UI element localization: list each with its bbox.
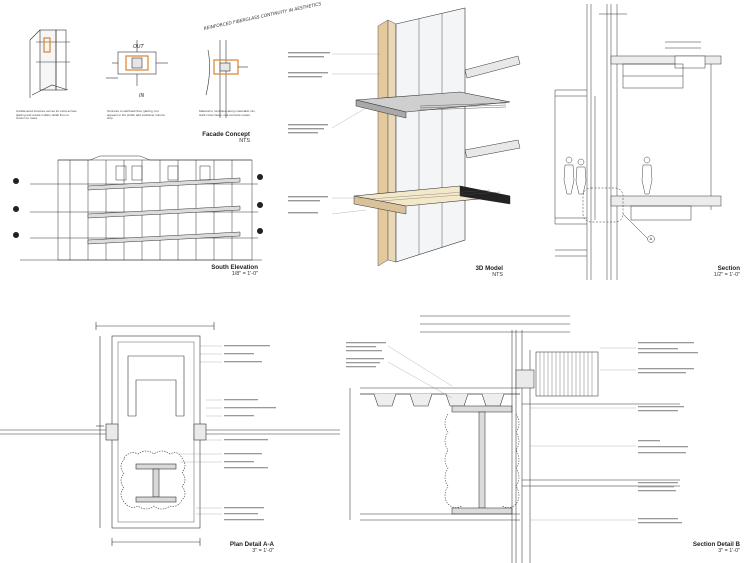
- section-callout-bubble: [647, 235, 655, 243]
- concept-caption-2: Structure to wall back floor glazing, bu…: [107, 109, 166, 121]
- model-3d-leader-text: [288, 52, 330, 214]
- facade-concept-title: Facade Concept: [202, 131, 250, 138]
- facade-concept-sketches: OUT IN REINFORCED FIBERGLASS CONTINUITY …: [29, 1, 322, 118]
- concept-caption-1: Cantilevered structure serves for extra …: [16, 109, 77, 121]
- section-detail-panel: Section Detail B 3" = 1'-0": [340, 290, 750, 563]
- plan-detail-leader-text: [224, 345, 276, 521]
- plan-detail-title: Plan Detail A-A: [229, 541, 274, 548]
- sketch-note-in: IN: [139, 93, 144, 99]
- plan-detail-panel: Plan Detail A-A 3" = 1'-0": [0, 290, 340, 563]
- concept-caption-3: Material to mimicked along materialist m…: [199, 109, 256, 117]
- section-detail-drawing: [346, 315, 698, 563]
- section-detail-fins: [539, 352, 593, 396]
- south-elevation-drawing: [13, 155, 264, 261]
- level-markers: [13, 174, 264, 238]
- section-title: Section: [717, 265, 740, 272]
- section-scale: 1/2" = 1'-0": [713, 272, 740, 278]
- facade-concept-panel: OUT IN REINFORCED FIBERGLASS CONTINUITY …: [0, 0, 322, 150]
- concept-sketch-2: [106, 40, 168, 86]
- section-detail-scale: 3" = 1'-0": [718, 548, 740, 554]
- section-people: [563, 156, 653, 195]
- section-detail-title: Section Detail B: [692, 541, 740, 548]
- model-3d-scale: NTS: [492, 272, 503, 278]
- south-elevation-panel: South Elevation 1/8" = 1'-0": [0, 150, 270, 285]
- section-panel: A Section 1/2" = 1'-0": [525, 0, 750, 285]
- section-drawing: A: [554, 4, 722, 280]
- plan-detail-scale: 3" = 1'-0": [252, 548, 274, 554]
- section-callout-label: A: [650, 237, 653, 241]
- south-elevation-scale: 1/8" = 1'-0": [231, 271, 258, 277]
- model-3d-panel: 3D Model NTS: [270, 0, 525, 285]
- model-3d-drawing: [288, 7, 521, 267]
- model-3d-title: 3D Model: [475, 265, 503, 272]
- section-detail-leader-text: [346, 342, 698, 524]
- plan-detail-drawing: [0, 322, 340, 546]
- sketch-note-out: OUT: [133, 44, 145, 50]
- concept-sketch-1: [29, 29, 70, 98]
- concept-sketch-3: [205, 40, 248, 118]
- facade-concept-scale: NTS: [239, 138, 250, 144]
- south-elevation-title: South Elevation: [211, 264, 258, 271]
